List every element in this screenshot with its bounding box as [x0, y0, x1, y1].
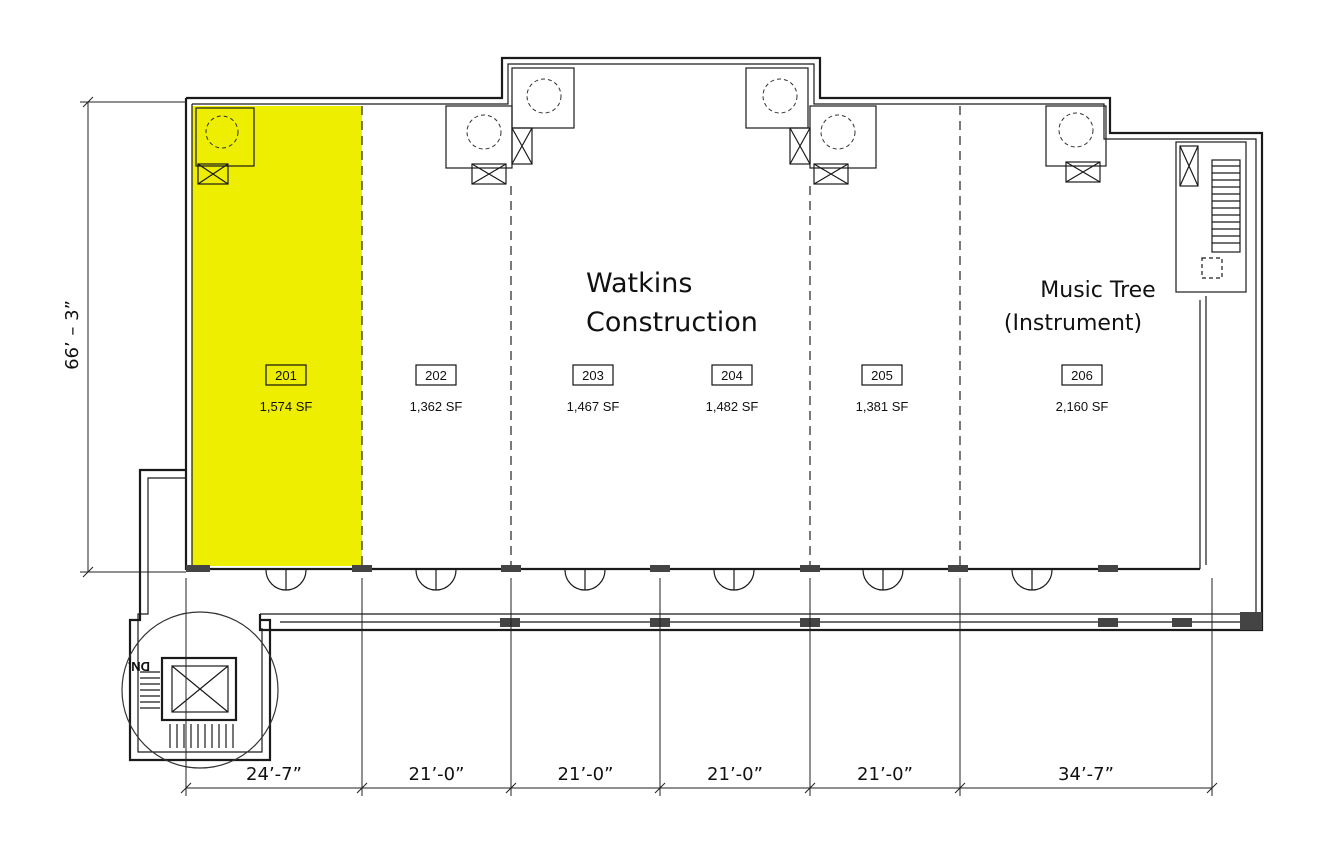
- restroom-205: [809, 105, 877, 185]
- suite-area: 1,467 SF: [567, 399, 620, 414]
- restroom-206: [1045, 105, 1107, 183]
- bay-dimension-label: 21’-0”: [409, 764, 465, 785]
- tenant-watkins-line2: Construction: [586, 307, 758, 338]
- dimension-tick-mark: [954, 782, 966, 794]
- suite-number[interactable]: 203: [582, 368, 604, 383]
- restroom-204: [745, 67, 811, 165]
- suite-number-box: [572, 364, 614, 386]
- dimension-tick-mark: [654, 782, 666, 794]
- overall-dimension-label: 66’ – 3”: [62, 300, 83, 370]
- tenant-music-tree-line2: (Instrument): [1004, 311, 1142, 336]
- dimension-tick-mark: [804, 782, 816, 794]
- bay-dimension-label: 34’-7”: [1058, 764, 1114, 785]
- stair-label: DN.: [128, 659, 150, 674]
- bay-dimension-label: 21’-0”: [558, 764, 614, 785]
- suite-number-box: [415, 364, 457, 386]
- suite-number-box: [861, 364, 903, 386]
- restrooms: [195, 67, 1107, 185]
- bay-dimensions: 24’-7” 21’-0” 21’-0” 21’-0” 21’-0” 34’-7”: [180, 578, 1218, 796]
- suite-number[interactable]: 202: [425, 368, 447, 383]
- restroom-201: [195, 107, 255, 185]
- overall-dimension: 66’ – 3”: [62, 96, 186, 578]
- suite-number[interactable]: 201: [275, 368, 297, 383]
- west-stair-tower: DN.: [121, 468, 279, 769]
- suite-number[interactable]: 206: [1071, 368, 1093, 383]
- suite-area: 1,362 SF: [410, 399, 463, 414]
- dimension-tick-mark: [1206, 782, 1218, 794]
- demising-lines: [361, 106, 961, 566]
- bay-dimension-label: 21’-0”: [707, 764, 763, 785]
- suite-labels: 201 1,574 SF 202 1,362 SF 203 1,467 SF 204 1,48…: [260, 364, 1109, 414]
- suite-area: 1,574 SF: [260, 399, 313, 414]
- dimension-tick-mark: [180, 782, 192, 794]
- suite-area: 1,482 SF: [706, 399, 759, 414]
- suite-201-highlight[interactable]: [192, 106, 362, 566]
- suite-number-box: [711, 364, 753, 386]
- east-stair: [1175, 141, 1247, 293]
- suite-number-box: [265, 364, 307, 386]
- suite-number-box: [1061, 364, 1103, 386]
- bay-dimension-label: 24’-7”: [246, 764, 302, 785]
- bay-dimension-label: 21’-0”: [857, 764, 913, 785]
- suite-number[interactable]: 205: [871, 368, 893, 383]
- columns: [186, 565, 1262, 630]
- suite-area: 2,160 SF: [1056, 399, 1109, 414]
- dimension-tick-mark: [505, 782, 517, 794]
- dimension-tick-mark: [356, 782, 368, 794]
- restroom-202: [445, 105, 513, 185]
- tenant-music-tree-line1: Music Tree: [1040, 278, 1155, 303]
- restroom-203: [511, 67, 575, 165]
- tenant-watkins-line1: Watkins: [586, 268, 692, 299]
- suite-number[interactable]: 204: [721, 368, 743, 383]
- tenant-watkins: Watkins Construction: [586, 268, 758, 338]
- storefront-doors: [265, 569, 1053, 591]
- tenant-music-tree: Music Tree (Instrument): [1004, 278, 1156, 336]
- suite-area: 1,381 SF: [856, 399, 909, 414]
